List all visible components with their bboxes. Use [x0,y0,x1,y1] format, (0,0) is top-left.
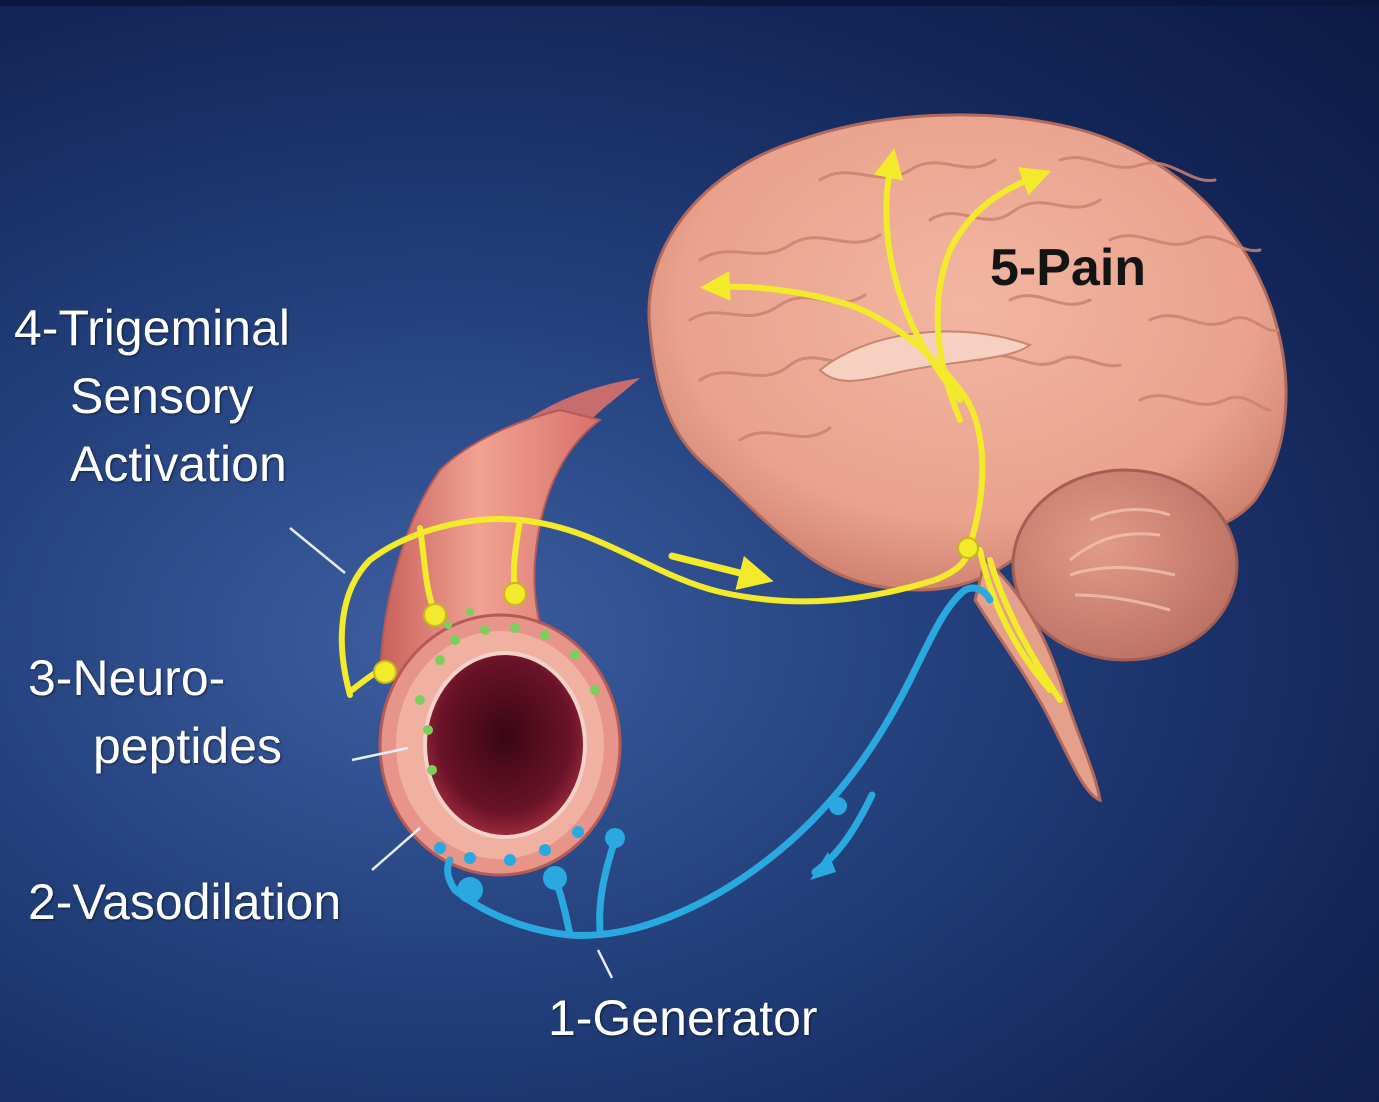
leader-generator [598,950,612,978]
direction-arrow-yellow [672,556,760,578]
label-neuropeptides-line1: 3-Neuro- [28,644,282,712]
label-neuropeptides-line2: peptides [28,712,282,780]
label-trigeminal-line1: 4-Trigeminal [14,294,290,362]
label-vasodilation: 2-Vasodilation [28,868,341,936]
label-trigeminal-line3: Activation [14,430,290,498]
vessel-lumen [425,653,585,837]
brain [649,115,1286,800]
label-neuropeptides: 3-Neuro- peptides [28,644,282,780]
label-generator: 1-Generator [548,984,818,1052]
leader-trigeminal [290,528,345,573]
cerebellum [1013,470,1237,660]
leader-vasodilation [372,828,420,870]
label-pain: 5-Pain [990,238,1146,298]
label-trigeminal: 4-Trigeminal Sensory Activation [14,294,290,498]
label-trigeminal-line2: Sensory [14,362,290,430]
blood-vessel [380,410,620,875]
